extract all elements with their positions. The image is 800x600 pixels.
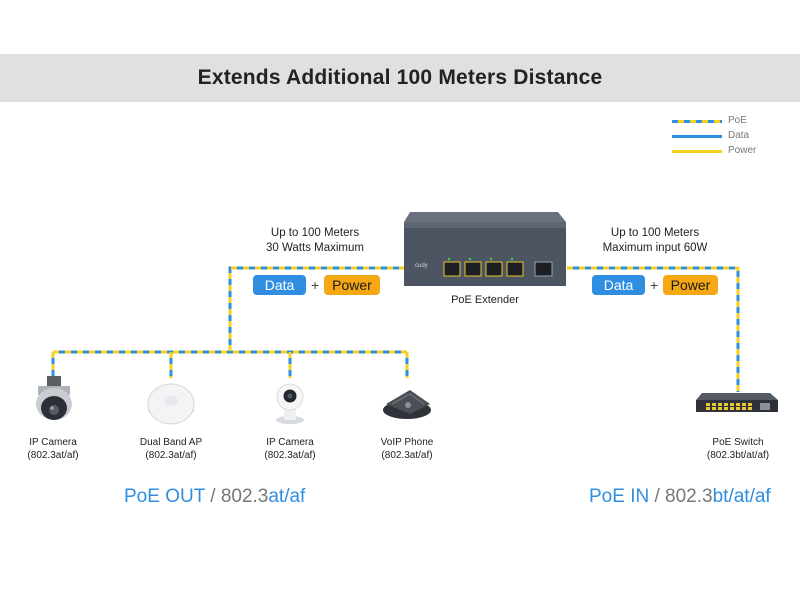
- poe-in-separator: /: [649, 486, 666, 507]
- title-banner: Extends Additional 100 Meters Distance: [0, 54, 800, 102]
- poe-cable-in: [567, 266, 740, 392]
- legend: PoE Data Power: [672, 114, 792, 159]
- poe-in-footer: PoE IN / 802.3bt/at/af: [589, 485, 771, 509]
- device-name: Dual Band AP: [139, 437, 203, 448]
- poe-extender-icon: cudy: [404, 212, 566, 286]
- conference-phone-icon: [383, 390, 431, 419]
- extender-label: PoE Extender: [451, 294, 519, 306]
- data-pill-out: Data: [253, 275, 306, 295]
- banner-title: Extends Additional 100 Meters Distance: [197, 66, 603, 89]
- right-link-caption: Up to 100 Meters Maximum input 60W: [580, 226, 730, 256]
- plus-sign-out: +: [311, 277, 320, 293]
- home-camera-icon: [276, 383, 304, 424]
- device-label-ip-camera-2: IP Camera (802.3at/af): [235, 436, 345, 462]
- device-label-poe-switch: PoE Switch (802.3bt/at/af): [683, 436, 793, 462]
- device-label-ip-camera-1: IP Camera (802.3at/af): [0, 436, 108, 462]
- poe-in-label: PoE IN: [589, 486, 650, 507]
- poe-in-std-prefix: 802.3: [665, 486, 713, 507]
- right-link-distance: Up to 100 Meters: [610, 227, 700, 239]
- left-link-caption: Up to 100 Meters 30 Watts Maximum: [240, 226, 390, 256]
- device-standard: (802.3at/af): [145, 450, 197, 461]
- device-name: VoIP Phone: [380, 437, 434, 448]
- power-pill-out: Power: [324, 275, 380, 295]
- extender-logo: cudy: [415, 263, 428, 269]
- poe-out-separator: /: [204, 486, 221, 507]
- access-point-icon: [147, 383, 195, 425]
- plus-sign-in: +: [650, 277, 659, 293]
- legend-item-power: Power: [672, 144, 792, 159]
- poe-out-std-prefix: 802.3: [220, 486, 269, 507]
- poe-in-std-suffix: bt/at/af: [712, 486, 771, 507]
- legend-power-swatch: [672, 150, 722, 153]
- legend-data-swatch: [672, 135, 722, 138]
- dome-camera-icon: [36, 376, 72, 420]
- poe-out-footer: PoE OUT / 802.3at/af: [124, 485, 305, 509]
- device-label-dual-band-ap: Dual Band AP (802.3at/af): [116, 436, 226, 462]
- legend-poe-swatch: [672, 120, 722, 123]
- legend-label: Data: [728, 130, 750, 141]
- device-standard: (802.3at/af): [381, 450, 433, 461]
- device-standard: (802.3at/af): [27, 450, 79, 461]
- data-pill-in: Data: [592, 275, 645, 295]
- left-link-distance: Up to 100 Meters: [270, 227, 360, 239]
- legend-item-data: Data: [672, 129, 792, 144]
- device-standard: (802.3bt/at/af): [706, 450, 770, 461]
- legend-label: PoE: [728, 115, 747, 126]
- poe-cable: [51, 266, 409, 378]
- poe-switch-icon: [696, 393, 778, 412]
- legend-item-poe: PoE: [672, 114, 792, 129]
- poe-out-std-suffix: at/af: [268, 486, 306, 507]
- device-name: IP Camera: [29, 437, 77, 448]
- power-pill-in: Power: [663, 275, 718, 295]
- legend-label: Power: [728, 145, 757, 156]
- device-label-voip-phone: VoIP Phone (802.3at/af): [352, 436, 462, 462]
- left-link-power: 30 Watts Maximum: [266, 242, 364, 254]
- device-name: IP Camera: [266, 437, 314, 448]
- right-link-power: Maximum input 60W: [602, 242, 708, 254]
- device-standard: (802.3at/af): [264, 450, 316, 461]
- device-name: PoE Switch: [712, 437, 764, 448]
- poe-out-label: PoE OUT: [124, 486, 205, 507]
